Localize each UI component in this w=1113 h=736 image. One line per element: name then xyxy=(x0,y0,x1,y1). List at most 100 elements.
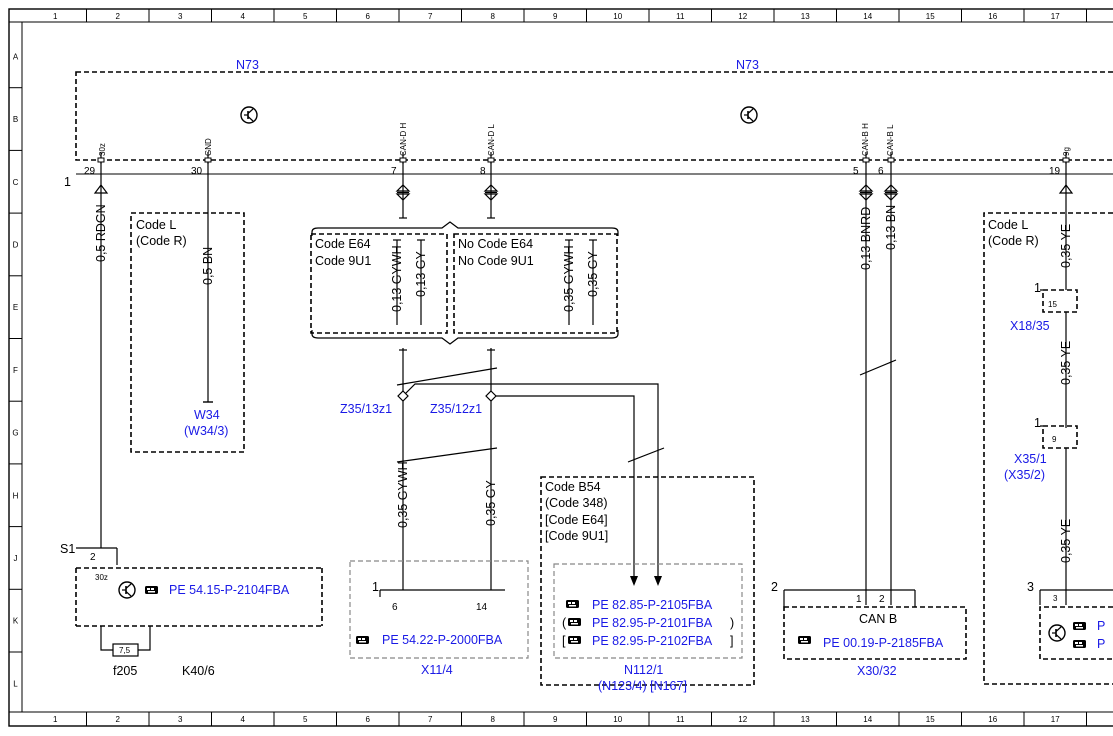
grid-column-label: 15 xyxy=(926,12,935,21)
pin-number: 15 xyxy=(1048,300,1057,309)
code-label: (Code 348) xyxy=(545,496,608,510)
code-label: Code L xyxy=(988,218,1028,232)
reference-hand-icon xyxy=(356,636,369,644)
wire-label: 0,13 GY xyxy=(414,250,428,297)
wire-19 xyxy=(1039,162,1113,605)
n112-reference[interactable]: PE 82.95-P-2101FBA xyxy=(592,616,713,630)
grid-column-label: 3 xyxy=(178,715,183,724)
pin-name: 30z xyxy=(98,143,107,156)
control-unit-box xyxy=(75,71,1113,161)
x35-label[interactable]: (X35/2) xyxy=(1004,468,1045,482)
grid-row-label: C xyxy=(13,178,19,187)
grid-column-label: 6 xyxy=(366,715,371,724)
pin-number: 5 xyxy=(853,166,859,177)
grid-row-label: A xyxy=(13,52,19,61)
fuse-value: 7,5 xyxy=(119,646,131,655)
n112-reference[interactable]: PE 82.85-P-2105FBA xyxy=(592,598,713,612)
connector-number: 1 xyxy=(1034,416,1041,430)
pin-number: 2 xyxy=(879,594,885,605)
wire-label: 0,35 GYWH xyxy=(562,245,576,312)
junction-label[interactable]: Z35/13z1 xyxy=(340,402,392,416)
transistor-icon xyxy=(1048,624,1066,642)
grid-column-label: 17 xyxy=(1051,12,1060,21)
fuse-label: f205 xyxy=(113,664,137,678)
n112-label[interactable]: (N123/4) [N167] xyxy=(598,679,687,693)
pin-name: 9g xyxy=(1062,147,1071,156)
x35-label[interactable]: X35/1 xyxy=(1014,452,1047,466)
pin-name: CAN-D H xyxy=(399,122,408,156)
n112-label[interactable]: N112/1 xyxy=(624,663,663,677)
code-box-e64 xyxy=(310,233,448,334)
bracket: [ xyxy=(562,634,566,648)
grid-column-label: 14 xyxy=(863,12,872,21)
grid-column-label: 15 xyxy=(926,715,935,724)
code-label: (Code R) xyxy=(136,234,187,248)
x11-label[interactable]: X11/4 xyxy=(421,663,453,677)
right-unit-reference[interactable]: P xyxy=(1097,637,1105,651)
grid-row-label: K xyxy=(13,617,19,626)
grid-column-label: 13 xyxy=(801,715,810,724)
pin-name: CAN-B L xyxy=(886,124,895,156)
control-unit-label-right[interactable]: N73 xyxy=(736,58,759,72)
n112-box xyxy=(553,563,743,659)
grid-column-label: 4 xyxy=(241,12,246,21)
code-label: Code B54 xyxy=(545,480,601,494)
connector-number: 2 xyxy=(771,580,778,594)
wire-label: 0,5 BN xyxy=(201,247,215,285)
grid-column-label: 11 xyxy=(676,715,685,724)
x18-label[interactable]: X18/35 xyxy=(1010,319,1050,333)
bracket: ) xyxy=(730,616,734,630)
connector-number: 1 xyxy=(1034,281,1041,295)
pin-name: CAN-D L xyxy=(487,123,496,156)
wire-label: 0,13 BN xyxy=(884,205,898,250)
z35-wires xyxy=(396,348,665,590)
s1-label: S1 xyxy=(60,542,75,556)
code-box-right xyxy=(983,212,1113,685)
bracket: ] xyxy=(730,634,733,648)
transistor-icon xyxy=(740,106,758,124)
grid-column-label: 13 xyxy=(801,12,810,21)
grid-column-label: 8 xyxy=(491,12,496,21)
code-label: [Code 9U1] xyxy=(545,529,608,543)
grid-row-label: J xyxy=(14,554,18,563)
pin-number: 14 xyxy=(476,602,488,613)
code-label: (Code R) xyxy=(988,234,1039,248)
x30-label[interactable]: X30/32 xyxy=(857,664,897,678)
wire-label: 0,35 YE xyxy=(1059,224,1073,268)
grid-column-label: 17 xyxy=(1051,715,1060,724)
w34-label[interactable]: (W34/3) xyxy=(184,424,228,438)
pin-markers xyxy=(97,152,1070,164)
grid-row-label: L xyxy=(13,679,18,688)
k40-reference[interactable]: PE 54.15-P-2104FBA xyxy=(169,583,290,597)
grid-row-label: G xyxy=(12,429,18,438)
right-unit-reference[interactable]: P xyxy=(1097,619,1105,633)
control-unit-label-left[interactable]: N73 xyxy=(236,58,259,72)
grid-column-label: 7 xyxy=(428,715,433,724)
wire-label: 0,35 YE xyxy=(1059,341,1073,385)
grid-column-label: 11 xyxy=(676,12,685,21)
pin-name: GND xyxy=(204,138,213,156)
grid-column-label: 1 xyxy=(53,715,58,724)
grid-column-label: 12 xyxy=(738,715,747,724)
code-label: No Code 9U1 xyxy=(458,254,534,268)
pin-number: 19 xyxy=(1049,166,1061,177)
wire-label: 0,13 BNRD xyxy=(859,207,873,270)
k40-label: K40/6 xyxy=(182,664,215,678)
grid-column-label: 12 xyxy=(738,12,747,21)
x30-box xyxy=(783,606,967,660)
grid-row-label: H xyxy=(13,491,19,500)
bus-label: 1 xyxy=(64,175,71,189)
grid-row-label: D xyxy=(13,240,19,249)
grid-column-label: 9 xyxy=(553,12,558,21)
grid-column-label: 7 xyxy=(428,12,433,21)
can-b-wires xyxy=(859,162,898,605)
n112-reference[interactable]: PE 82.95-P-2102FBA xyxy=(592,634,713,648)
x30-reference[interactable]: PE 00.19-P-2185FBA xyxy=(823,636,944,650)
wire-label: 0,35 GY xyxy=(586,250,600,297)
pin-number: 6 xyxy=(392,602,398,613)
x11-reference[interactable]: PE 54.22-P-2000FBA xyxy=(382,633,503,647)
junction-label[interactable]: Z35/12z1 xyxy=(430,402,482,416)
w34-label[interactable]: W34 xyxy=(194,408,220,422)
